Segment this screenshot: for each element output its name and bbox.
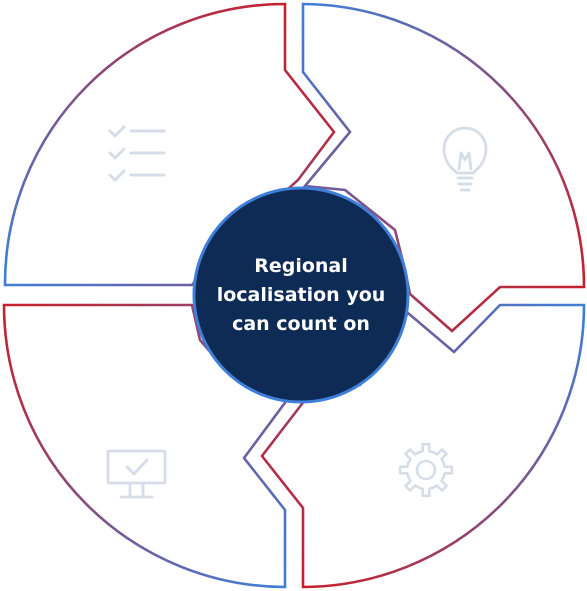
checklist-icon	[108, 125, 166, 182]
segment-bottom-right	[260, 303, 586, 589]
segment-top-left	[3, 2, 336, 287]
segment-bottom-left	[2, 303, 290, 589]
monitor-check-icon	[106, 449, 167, 499]
gear-icon	[398, 442, 454, 498]
segment-top-right	[301, 2, 586, 333]
lightbulb-icon	[442, 126, 488, 192]
center-circle	[192, 186, 410, 404]
